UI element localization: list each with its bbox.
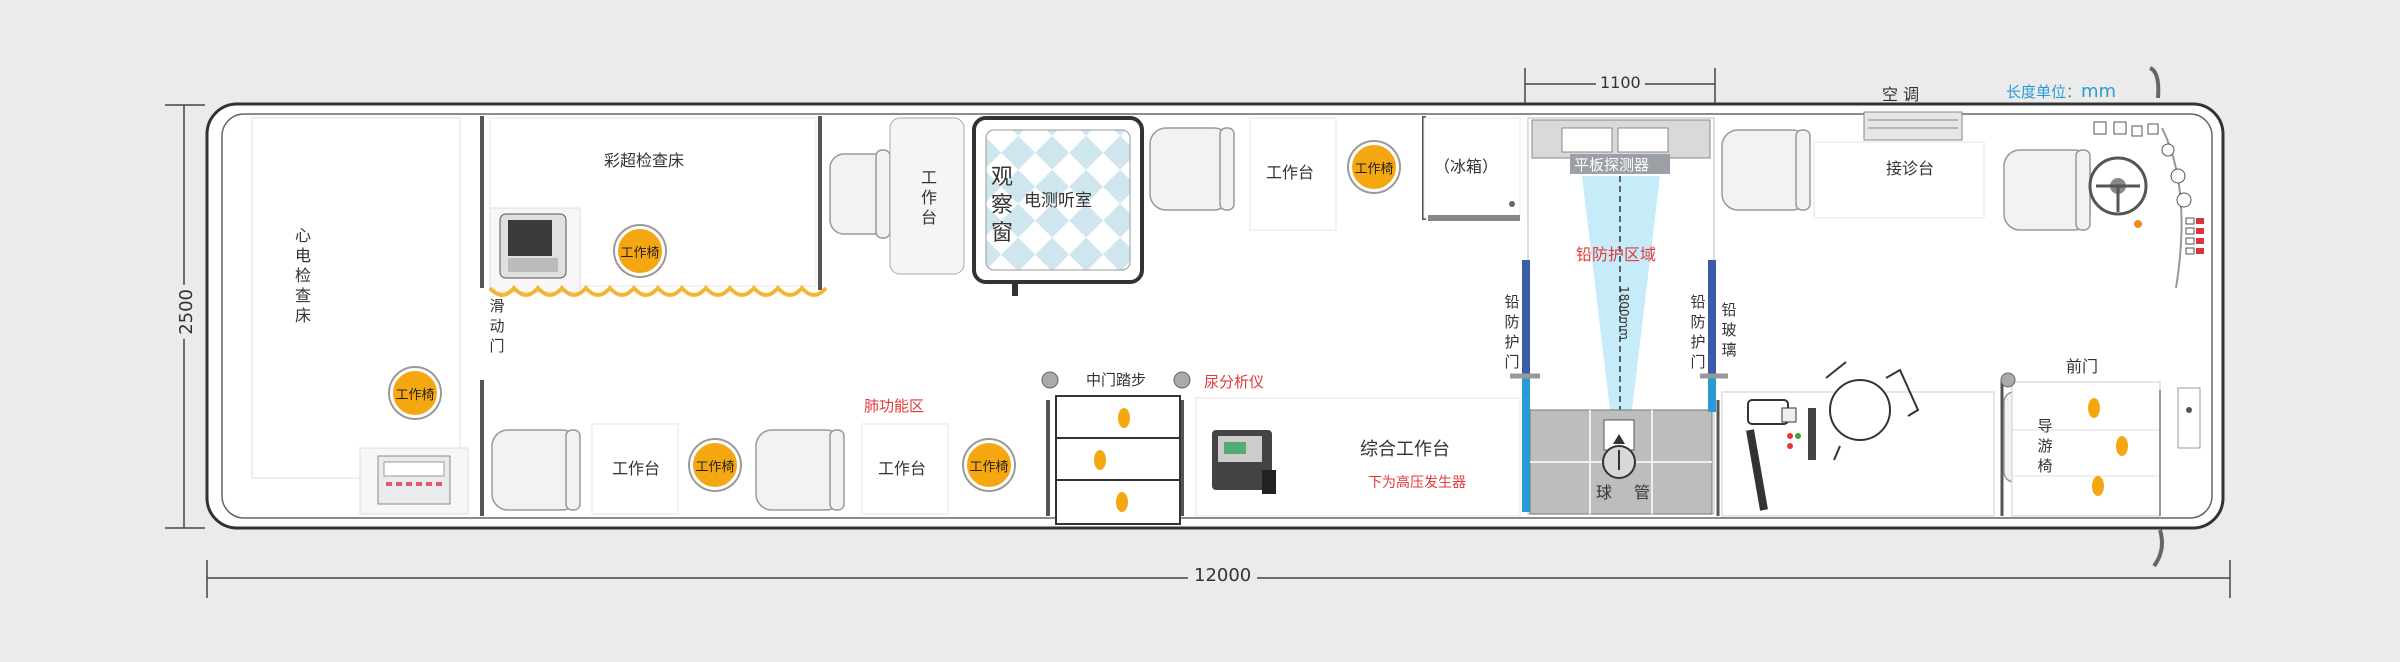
- lead-door-left-label: 铅防护门: [1504, 293, 1520, 371]
- chair-desk-area: [1721, 361, 1995, 517]
- ecg-bed-label: 心电检查床: [294, 226, 311, 325]
- middle-step-label: 中门踏步: [1086, 371, 1147, 389]
- lead-protection-area-label: 铅防护区域: [1576, 245, 1657, 264]
- ecg-bed: [251, 117, 461, 479]
- reception-desk-label: 接诊台: [1886, 159, 1935, 178]
- tube-label-left: 球: [1596, 483, 1613, 502]
- work-chair-badge: 工作椅: [1349, 142, 1399, 192]
- seat-chairs: [491, 127, 2091, 511]
- workbench-c: [591, 423, 679, 515]
- work-chair-badge: 工作椅: [615, 226, 665, 276]
- lead-door-right-label: 铅防护门: [1690, 293, 1706, 371]
- front-door-label: 前门: [2066, 357, 2099, 376]
- work-chair-badge: 工作椅: [390, 368, 440, 418]
- mirror-top: [2149, 66, 2161, 99]
- overall-length-label: 12000: [1188, 566, 1258, 586]
- air-conditioner-label: 空 调: [1882, 85, 1920, 104]
- lead-glass-label: 铅玻璃: [1721, 301, 1737, 359]
- fridge-label: （冰箱）: [1434, 157, 1499, 176]
- urine-analyzer-label: 尿分析仪: [1204, 373, 1265, 391]
- mirror-bottom: [2152, 529, 2164, 568]
- wavy-curtain: [488, 284, 828, 297]
- hv-generator-note: 下为高压发生器: [1368, 475, 1466, 491]
- workbench-d-label: 工作台: [878, 459, 927, 478]
- workbench-d: [861, 423, 949, 515]
- air-conditioner: [1863, 111, 1963, 141]
- driver-cockpit: [2088, 121, 2204, 289]
- urine-analyzer: [1212, 430, 1276, 494]
- fridge: [1423, 117, 1521, 219]
- unit-label: 长度单位：mm: [2006, 81, 2117, 102]
- detector-height-label: 1800mm: [1617, 286, 1631, 340]
- audiometry-room-label: 电测听室: [1024, 191, 1092, 211]
- sliding-door-label: 滑动门: [489, 297, 505, 355]
- workbench-b-label: 工作台: [1266, 163, 1315, 182]
- observation-window-label: 观察窗: [990, 165, 1013, 246]
- integrated-workbench-label: 综合工作台: [1360, 439, 1450, 460]
- middle-step: [1041, 371, 1191, 525]
- lung-function-area-label: 肺功能区: [864, 397, 925, 415]
- overall-width-label: 2500: [176, 284, 197, 339]
- flat-panel-detector-bar: [1570, 154, 1670, 174]
- workbench-a: [889, 117, 965, 275]
- xray-beam: [1582, 176, 1660, 410]
- guide-seat-label: 导游椅: [2037, 417, 2053, 475]
- workbench-b: [1249, 117, 1337, 231]
- detector-width-label: 1100: [1596, 74, 1645, 92]
- flat-panel-detector-label: 平板探测器: [1574, 156, 1650, 174]
- ultrasound-bed-label: 彩超检查床: [604, 151, 685, 170]
- workbench-a-label: 工作台: [920, 168, 937, 227]
- ultrasound-machine: [499, 213, 567, 279]
- lead-door-bars: [1510, 260, 1728, 512]
- front-door-area: [2000, 372, 2201, 517]
- work-chair-badge: 工作椅: [964, 440, 1014, 490]
- workbench-c-label: 工作台: [612, 459, 661, 478]
- tube-label-right: 管: [1634, 483, 1651, 502]
- ecg-machine: [359, 447, 469, 515]
- work-chair-badge: 工作椅: [690, 440, 740, 490]
- reception-desk: [1813, 141, 1985, 219]
